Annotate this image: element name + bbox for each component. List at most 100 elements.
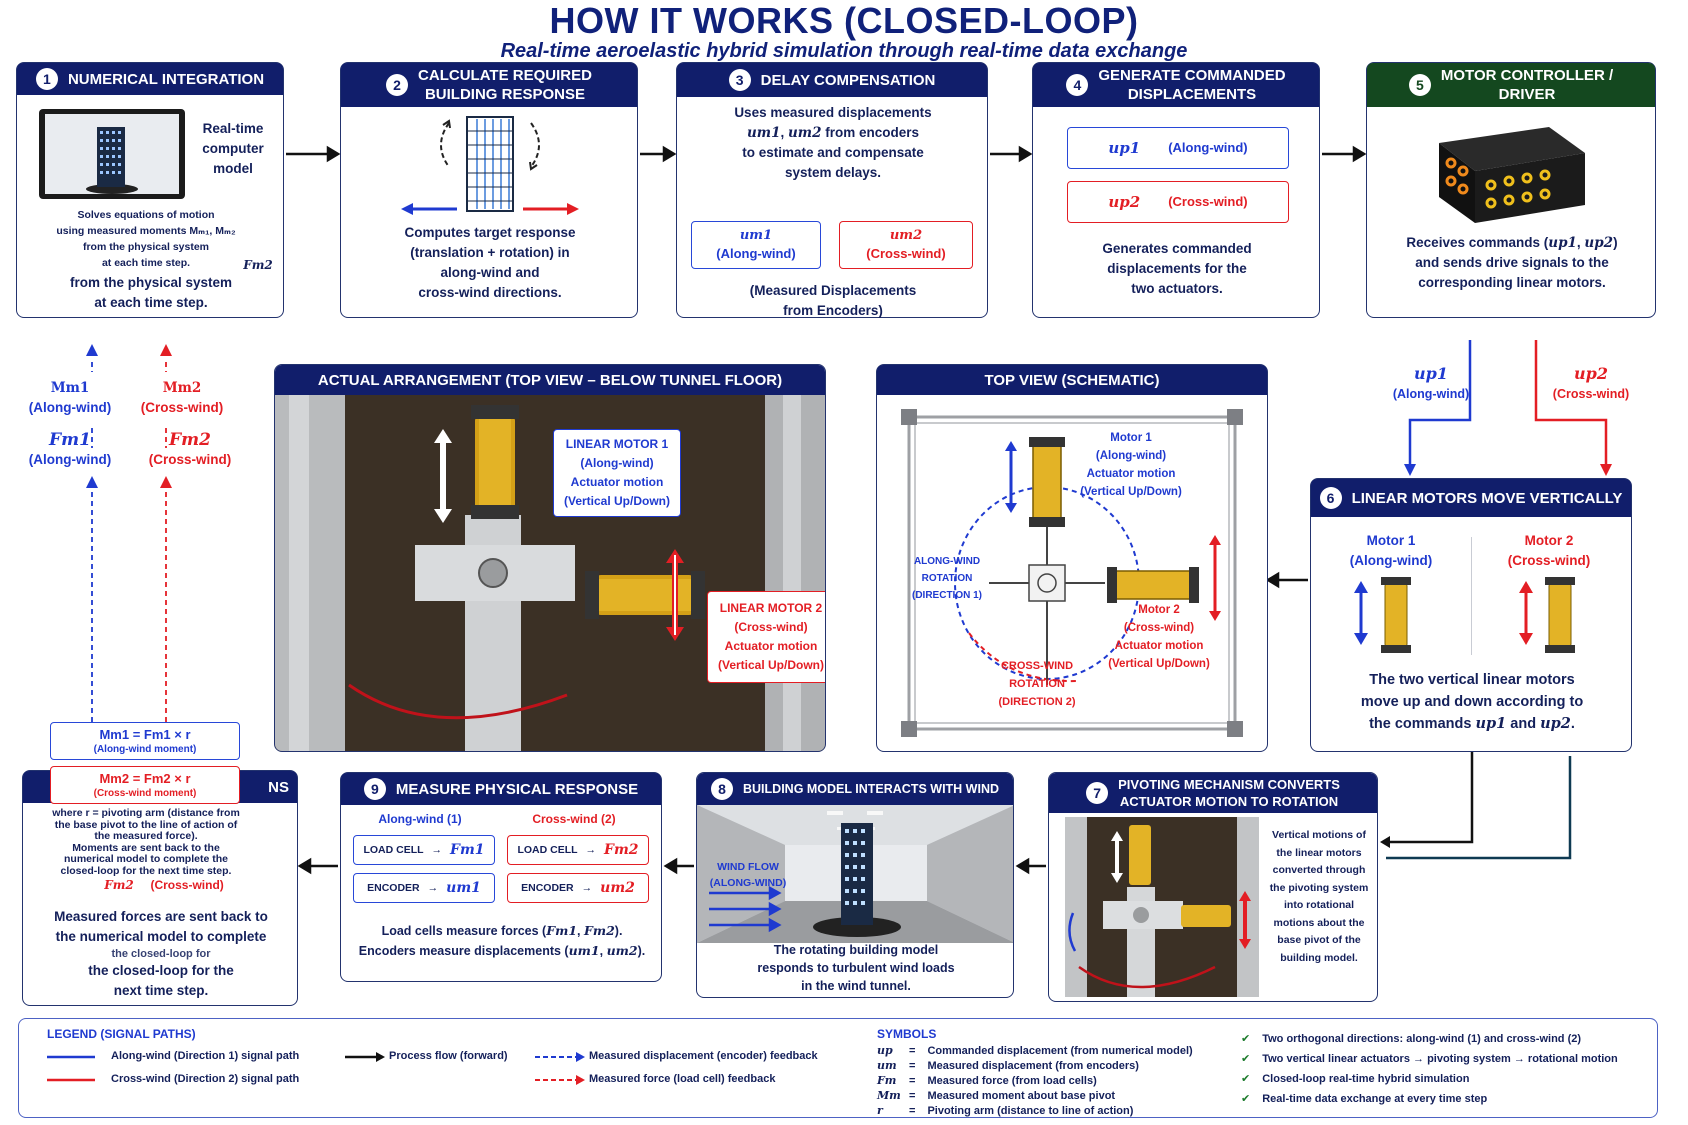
step9-col2: Cross-wind (2) xyxy=(532,812,616,826)
step8-body: The rotating building model responds to … xyxy=(757,943,955,993)
legend-disp-feedback: Measured displacement (encoder) feedback xyxy=(589,1050,818,1062)
step1-stray-fm2: Fm2 xyxy=(243,258,273,272)
computer-monitor-icon xyxy=(37,107,187,205)
step8-number: 8 xyxy=(711,778,733,800)
step6-divider xyxy=(1471,537,1472,655)
legend-title: LEGEND (SIGNAL PATHS) xyxy=(47,1027,196,1041)
motor-controller-icon xyxy=(1429,119,1593,229)
symbol-row: Fm=Measured force (from load cells) xyxy=(877,1074,1097,1087)
step2-number: 2 xyxy=(386,74,409,96)
left-fm1-label: Fm1 (Along-wind) xyxy=(28,430,112,467)
step4-number: 4 xyxy=(1066,74,1089,96)
step3-box: 3 DELAY COMPENSATION Uses measured displa… xyxy=(676,62,988,318)
step1-overlay-text: Solves equations of motion using measure… xyxy=(56,209,236,269)
step9-encoder-1: ENCODER→um1 xyxy=(353,873,495,903)
schematic-motor1-label: Motor 1 (Along-wind) Actuator motion (Ve… xyxy=(1080,432,1182,498)
step9-header: 9 MEASURE PHYSICAL RESPONSE xyxy=(341,773,661,805)
step6-motors-icon xyxy=(1354,577,1575,653)
schematic-box: TOP VIEW (SCHEMATIC) Motor 1 (Along-wind… xyxy=(876,364,1268,752)
right-up2-label: up2 (Cross-wind) xyxy=(1552,364,1630,401)
step8-header: 8 BUILDING MODEL INTERACTS WITH WIND xyxy=(697,773,1013,805)
step4-up1-pill: up1 (Along-wind) xyxy=(1067,127,1289,169)
page-title: HOW IT WORKS (CLOSED-LOOP) xyxy=(549,0,1139,41)
legend-along: Along-wind (Direction 1) signal path xyxy=(111,1050,300,1062)
step1-body: from the physical system at each time st… xyxy=(69,275,233,310)
step4-body: Generates commanded displacements for th… xyxy=(1102,241,1252,296)
step1-box: 1 NUMERICAL INTEGRATION Real-time compute… xyxy=(16,62,284,318)
linear-motor1-label: LINEAR MOTOR 1 (Along-wind) Actuator mot… xyxy=(553,429,681,517)
check-item: ✔Two orthogonal directions: along-wind (… xyxy=(1241,1033,1582,1045)
step3-number: 3 xyxy=(728,69,751,91)
symbol-row: up=Commanded displacement (from numerica… xyxy=(877,1044,1193,1057)
wind-flow-label: WIND FLOW (ALONG-WIND) xyxy=(709,861,787,889)
check-icon: ✔ xyxy=(1241,1073,1251,1085)
wind-tunnel-photo xyxy=(697,805,1013,943)
symbols-title: SYMBOLS xyxy=(877,1027,937,1041)
step1-title: NUMERICAL INTEGRATION xyxy=(67,70,265,88)
legend-box: LEGEND (SIGNAL PATHS) Along-wind (Direct… xyxy=(18,1018,1658,1118)
step3-body: Uses measured displacements um1, um2 fro… xyxy=(734,105,932,180)
step7-number: 7 xyxy=(1086,782,1109,804)
step6-body: The two vertical linear motors move up a… xyxy=(1360,672,1584,732)
schematic-alongwind-rotation: ALONG-WIND ROTATION (DIRECTION 1) xyxy=(912,556,982,601)
left-fm2-label: Fm2 (Cross-wind) xyxy=(148,430,232,467)
pivoting-mechanism-photo xyxy=(1065,817,1259,997)
step1-side-text: Real-time computer model xyxy=(202,121,264,176)
step3-um1-pill: um1 (Along-wind) xyxy=(691,221,821,269)
check-item: ✔Closed-loop real-time hybrid simulation xyxy=(1241,1073,1470,1085)
legend-force-feedback: Measured force (load cell) feedback xyxy=(589,1073,776,1085)
linear-motor2-label: LINEAR MOTOR 2 (Cross-wind) Actuator mot… xyxy=(707,591,825,683)
feedback-box: NS Fm2 (Cross-wind) Measured forces are … xyxy=(22,770,298,1006)
step9-title: MEASURE PHYSICAL RESPONSE xyxy=(395,780,639,798)
step3-footnote: (Measured Displacements from Encoders) xyxy=(749,283,917,318)
feedback-body: Measured forces are sent back to the num… xyxy=(54,909,268,998)
step9-loadcell-2: LOAD CELL→Fm2 xyxy=(507,835,649,865)
actual-arrangement-photo xyxy=(275,395,825,751)
step3-um2-pill: um2 (Cross-wind) xyxy=(839,221,973,269)
step9-body: Load cells measure forces (Fm1, Fm2). En… xyxy=(358,923,646,958)
symbol-row: Mm=Measured moment about base pivot xyxy=(877,1089,1116,1102)
check-icon: ✔ xyxy=(1241,1033,1251,1045)
schematic-crosswind-rotation: CROSS-WIND ROTATION (DIRECTION 2) xyxy=(998,660,1076,708)
step8-box: 8 BUILDING MODEL INTERACTS WITH WIND WIND… xyxy=(696,772,1014,998)
moment-eq1: Mm1 = Fm1 × r (Along-wind moment) xyxy=(50,722,240,760)
feedback-stray-fm2: Fm2 (Cross-wind) xyxy=(104,878,224,892)
legend-lines xyxy=(47,1052,585,1085)
check-item: ✔Real-time data exchange at every time s… xyxy=(1241,1093,1488,1105)
actual-arrangement-box: ACTUAL ARRANGEMENT (TOP VIEW – BELOW TUN… xyxy=(274,364,826,752)
step8-title: BUILDING MODEL INTERACTS WITH WIND xyxy=(743,781,999,796)
moment-eq2: Mm2 = Fm2 × r (Cross-wind moment) xyxy=(50,766,240,804)
symbol-row: r=Pivoting arm (distance to line of acti… xyxy=(877,1104,1134,1117)
checklist: ✔Two orthogonal directions: along-wind (… xyxy=(1241,1029,1618,1109)
legend-process: Process flow (forward) xyxy=(389,1050,508,1062)
schematic-header: TOP VIEW (SCHEMATIC) xyxy=(877,365,1267,395)
left-mm2-label: Mm2 (Cross-wind) xyxy=(140,380,224,415)
moment-note: where r = pivoting arm (distance from th… xyxy=(28,807,264,877)
step9-col1: Along-wind (1) xyxy=(378,812,462,826)
step5-number: 5 xyxy=(1408,74,1431,96)
step7-body: Vertical motions of the linear motors co… xyxy=(1269,829,1369,964)
step1-number: 1 xyxy=(35,68,58,90)
check-item: ✔Two vertical linear actuators → pivotin… xyxy=(1241,1053,1618,1065)
step9-encoder-2: ENCODER→um2 xyxy=(507,873,649,903)
step6-motor2-label: Motor 2 (Cross-wind) xyxy=(1507,533,1591,568)
step3-title: DELAY COMPENSATION xyxy=(760,71,936,89)
step6-motor1-label: Motor 1 (Along-wind) xyxy=(1349,533,1433,568)
step9-box: 9 MEASURE PHYSICAL RESPONSE Along-wind (1… xyxy=(340,772,662,982)
step9-loadcell-1: LOAD CELL→Fm1 xyxy=(353,835,495,865)
step4-up2-pill: up2 (Cross-wind) xyxy=(1067,181,1289,223)
step9-number: 9 xyxy=(363,778,386,800)
schematic-drawing xyxy=(901,409,1243,737)
symbols-list: up=Commanded displacement (from numerica… xyxy=(877,1043,1193,1118)
legend-cross: Cross-wind (Direction 2) signal path xyxy=(111,1073,300,1085)
